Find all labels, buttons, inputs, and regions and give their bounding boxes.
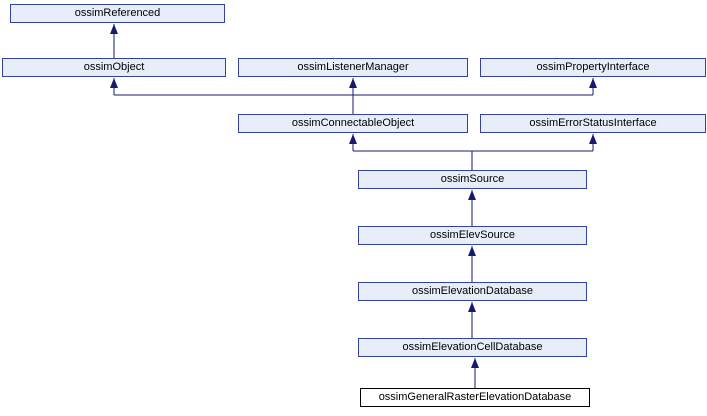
class-node-ossimerrorstatusinterface[interactable]: ossimErrorStatusInterface bbox=[480, 114, 706, 133]
class-node-ossimconnectableobject[interactable]: ossimConnectableObject bbox=[238, 114, 468, 133]
class-node-ossimsource[interactable]: ossimSource bbox=[358, 170, 587, 189]
class-node-ossimelevationdatabase[interactable]: ossimElevationDatabase bbox=[358, 282, 587, 301]
class-node-ossimobject[interactable]: ossimObject bbox=[2, 58, 226, 77]
class-node-ossimelevsource[interactable]: ossimElevSource bbox=[358, 226, 587, 245]
class-node-ossimelevationcelldatabase[interactable]: ossimElevationCellDatabase bbox=[358, 338, 587, 357]
class-node-ossimlistenermanager[interactable]: ossimListenerManager bbox=[238, 58, 468, 77]
class-node-ossimgeneralrasterelevationdatabase: ossimGeneralRasterElevationDatabase bbox=[360, 388, 590, 407]
class-node-ossimreferenced[interactable]: ossimReferenced bbox=[10, 4, 225, 23]
class-node-ossimpropertyinterface[interactable]: ossimPropertyInterface bbox=[480, 58, 706, 77]
